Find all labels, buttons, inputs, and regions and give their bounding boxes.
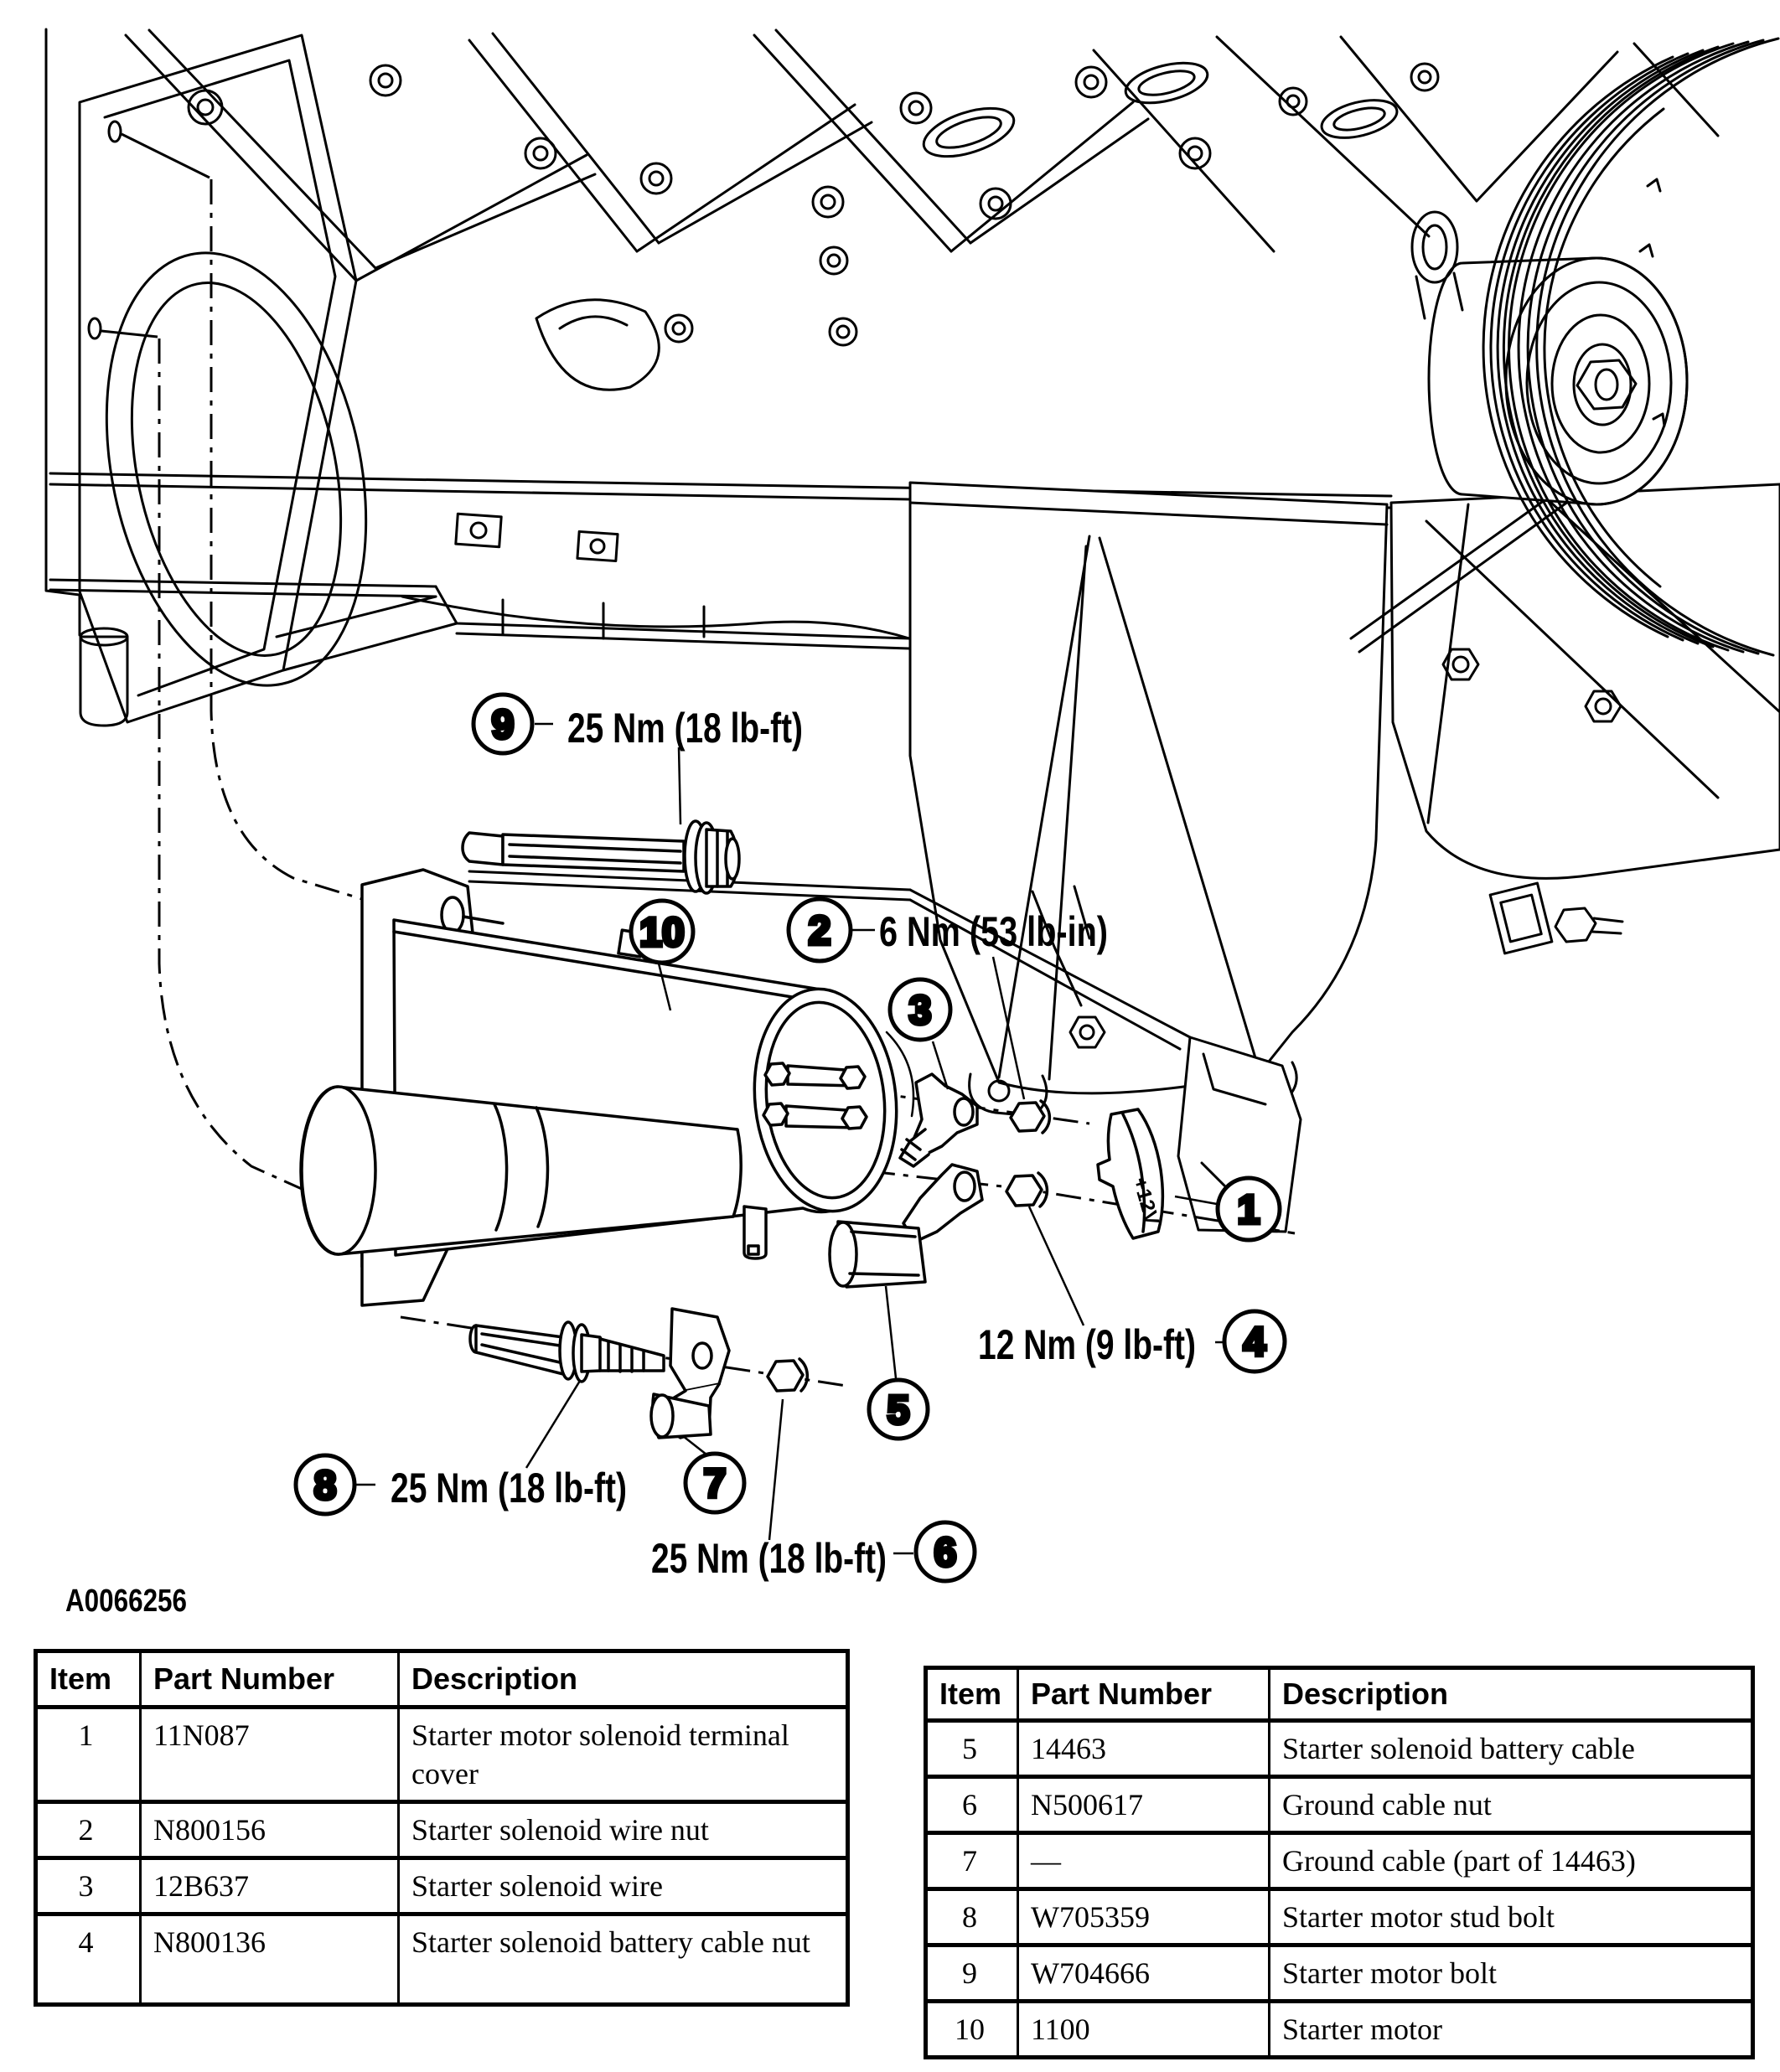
- svg-text:7: 7: [704, 1462, 727, 1506]
- part-number-cell: N500617: [1017, 1775, 1270, 1835]
- part-number-cell: W704666: [1017, 1943, 1270, 2003]
- starter-motor-bolt-art: [461, 819, 741, 895]
- solenoid-terminal-studs: [762, 1062, 868, 1130]
- table-row: 4 N800136 Starter solenoid battery cable…: [34, 1912, 849, 2007]
- item-cell: 6: [924, 1775, 1019, 1835]
- terminal-cover-art: [1096, 1108, 1165, 1240]
- item-cell: 10: [924, 1999, 1019, 2059]
- item-cell: 4: [34, 1912, 142, 2007]
- description-cell: Ground cable (part of 14463): [1268, 1831, 1754, 1891]
- item-cell: 7: [924, 1831, 1019, 1891]
- callout-10: 10: [629, 898, 696, 965]
- item-cell: 9: [924, 1943, 1019, 2003]
- callout-8: 8: [293, 1453, 357, 1517]
- part-number-cell: —: [1017, 1831, 1270, 1891]
- column-header-part-number: Part Number: [1017, 1666, 1270, 1723]
- svg-text:8: 8: [314, 1464, 337, 1508]
- item-cell: 8: [924, 1887, 1019, 1947]
- table-row: 10 1100 Starter motor: [924, 1999, 1754, 2059]
- table-row: 2 N800156 Starter solenoid wire nut: [34, 1800, 849, 1860]
- solenoid-wire-nut-art: [1009, 1099, 1052, 1134]
- description-cell: Starter motor stud bolt: [1268, 1887, 1754, 1947]
- svg-text:6: 6: [934, 1531, 957, 1575]
- callout-5: 5: [867, 1377, 930, 1441]
- table-row: 5 14463 Starter solenoid battery cable: [924, 1718, 1754, 1779]
- callout-2: 2: [786, 896, 853, 964]
- battery-cable-art: [828, 1163, 984, 1289]
- svg-text:2: 2: [809, 909, 831, 953]
- solenoid-wire-art: [898, 1072, 979, 1168]
- column-header-description: Description: [397, 1649, 849, 1709]
- table-row: 6 N500617 Ground cable nut: [924, 1775, 1754, 1835]
- table-row: 3 12B637 Starter solenoid wire: [34, 1856, 849, 1916]
- svg-text:1: 1: [1238, 1188, 1260, 1232]
- column-header-item: Item: [34, 1649, 142, 1709]
- svg-text:10: 10: [639, 911, 684, 955]
- column-header-description: Description: [1268, 1666, 1754, 1723]
- figure-code: A0066256: [65, 1584, 187, 1619]
- item-cell: 3: [34, 1856, 142, 1916]
- starter-motor-art: [299, 868, 915, 1307]
- item-cell: 2: [34, 1800, 142, 1860]
- part-number-cell: 1100: [1017, 1999, 1270, 2059]
- bolt-hole-ticks: [87, 120, 210, 340]
- part-number-cell: N800136: [139, 1912, 400, 2007]
- battery-cable-nut-art: [1005, 1171, 1049, 1208]
- item-cell: 5: [924, 1718, 1019, 1779]
- table-row: 7 — Ground cable (part of 14463): [924, 1831, 1754, 1891]
- description-cell: Starter motor solenoid terminal cover: [397, 1705, 849, 1804]
- callout-1: 1: [1215, 1176, 1282, 1243]
- description-cell: Starter solenoid battery cable nut: [397, 1912, 849, 2007]
- description-cell: Starter solenoid wire nut: [397, 1800, 849, 1860]
- ribbed-pulley-art: [1482, 37, 1780, 657]
- description-cell: Starter solenoid battery cable: [1268, 1718, 1754, 1779]
- part-number-cell: 11N087: [139, 1705, 400, 1804]
- torque-label-4: 12 Nm (9 lb-ft): [978, 1321, 1196, 1368]
- callout-3: 3: [887, 977, 953, 1042]
- description-cell: Starter motor bolt: [1268, 1943, 1754, 2003]
- table-header-row: Item Part Number Description: [924, 1666, 1754, 1723]
- svg-text:5: 5: [887, 1388, 910, 1433]
- ground-cable-nut-art: [766, 1357, 810, 1393]
- sensor-art: [1488, 881, 1624, 955]
- item-cell: 1: [34, 1705, 142, 1804]
- description-cell: Ground cable nut: [1268, 1775, 1754, 1835]
- column-header-part-number: Part Number: [139, 1649, 400, 1709]
- part-number-cell: W705359: [1017, 1887, 1270, 1947]
- description-cell: Starter solenoid wire: [397, 1856, 849, 1916]
- starter-motor-exploded-diagram: +12V: [44, 28, 1780, 1619]
- leader-lines: [356, 722, 1226, 1555]
- table-row: 1 11N087 Starter motor solenoid terminal…: [34, 1705, 849, 1804]
- torque-label-2: 6 Nm (53 lb-in): [879, 908, 1108, 955]
- part-number-cell: 12B637: [139, 1856, 400, 1916]
- starter-stud-bolt-art: [468, 1320, 665, 1383]
- callout-circles: 1 2 3 4 5 6 7 8: [293, 692, 1287, 1584]
- torque-label-9: 25 Nm (18 lb-ft): [567, 705, 803, 752]
- svg-text:4: 4: [1244, 1320, 1266, 1365]
- exploded-parts: [461, 819, 1165, 1439]
- torque-label-8: 25 Nm (18 lb-ft): [391, 1465, 627, 1511]
- parts-table-right: Item Part Number Description 5 14463 Sta…: [924, 1666, 1755, 2059]
- table-row: 8 W705359 Starter motor stud bolt: [924, 1887, 1754, 1947]
- torque-label-6: 25 Nm (18 lb-ft): [651, 1535, 887, 1582]
- callout-6: 6: [913, 1520, 977, 1584]
- svg-text:3: 3: [909, 989, 932, 1033]
- table-row: 9 W704666 Starter motor bolt: [924, 1943, 1754, 2003]
- description-cell: Starter motor: [1268, 1999, 1754, 2059]
- callout-7: 7: [683, 1451, 747, 1515]
- parts-table-left: Item Part Number Description 1 11N087 St…: [34, 1649, 850, 2007]
- table-header-row: Item Part Number Description: [34, 1649, 849, 1709]
- svg-text:9: 9: [492, 703, 515, 747]
- part-number-cell: 14463: [1017, 1718, 1270, 1779]
- bolt-bosses: [187, 62, 1440, 347]
- part-number-cell: N800156: [139, 1800, 400, 1860]
- engine-block-art: [44, 28, 1780, 1233]
- callout-9: 9: [471, 692, 535, 756]
- callout-4: 4: [1222, 1309, 1287, 1374]
- column-header-item: Item: [924, 1666, 1019, 1723]
- ground-cable-art: [649, 1307, 731, 1439]
